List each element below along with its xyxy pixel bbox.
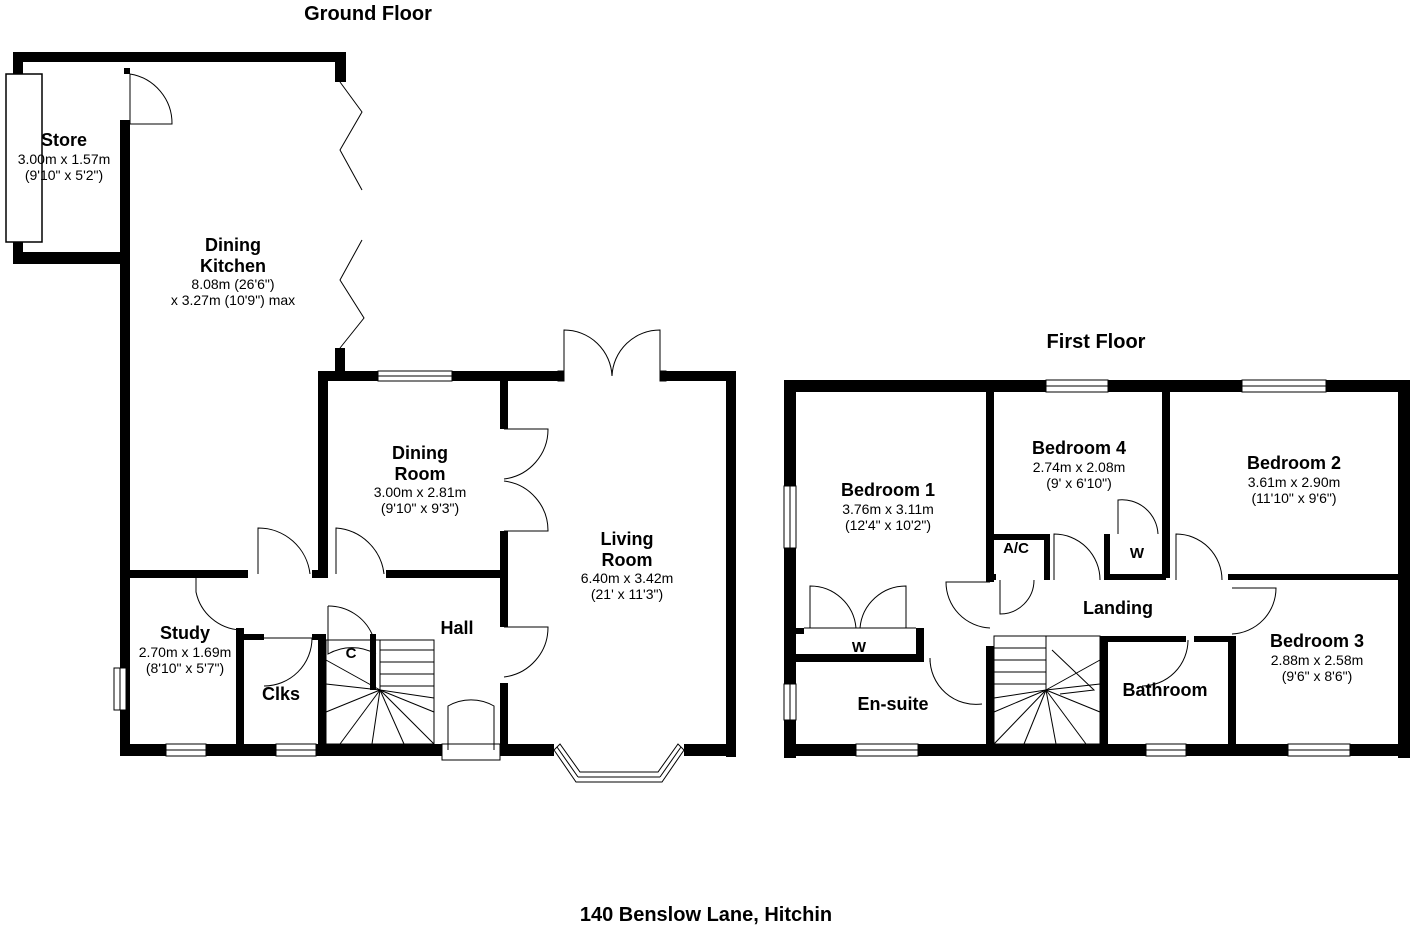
first-floor-stairs (993, 635, 1101, 745)
room-label-living-room: Living Room 6.40m x 3.42m (21' x 11'3") (581, 529, 674, 603)
room-dim-imperial: (8'10" x 5'7") (145, 659, 225, 676)
ground-floor-walls (13, 52, 736, 757)
room-name: Room (601, 549, 653, 570)
room-name: Living (600, 529, 654, 549)
first-floor-fixtures (783, 379, 1351, 757)
room-dim-imperial: (9'6" x 8'6") (1281, 667, 1353, 684)
room-dim-metric: 8.08m (26'6") (191, 276, 275, 293)
room-dim-imperial: (11'10" x 9'6") (1251, 489, 1337, 506)
room-label-landing: Landing (1083, 598, 1153, 618)
room-name: Room (394, 463, 446, 484)
ground-floor-stairs (325, 639, 435, 745)
room-label-bedroom-4: Bedroom 4 2.74m x 2.08m (9' x 6'10") (1032, 438, 1126, 491)
room-dim-metric: 3.76m x 3.11m (842, 500, 934, 517)
room-dim-metric: 6.40m x 3.42m (580, 570, 674, 587)
room-label-bedroom-1: Bedroom 1 3.76m x 3.11m (12'4" x 10'2") (841, 480, 935, 533)
room-label-bedroom-2: Bedroom 2 3.61m x 2.90m (11'10" x 9'6") (1247, 453, 1341, 506)
room-label-wardrobe-bedroom-4: W (1129, 545, 1145, 562)
room-name: Dining (204, 235, 261, 255)
room-dim-imperial: (9' x 6'10") (1046, 474, 1112, 491)
room-label-bedroom-3: Bedroom 3 2.88m x 2.58m (9'6" x 8'6") (1270, 631, 1364, 684)
room-name: Bedroom 1 (840, 480, 936, 500)
store-window (5, 73, 43, 243)
ground-floor-fixtures (113, 73, 685, 783)
address-title: 140 Benslow Lane, Hitchin (579, 904, 833, 926)
room-label-dining-kitchen: Dining Kitchen 8.08m (26'6") x 3.27m (10… (171, 235, 295, 309)
room-label-cupboard: C (345, 645, 357, 662)
room-name: Study (159, 623, 211, 643)
ground-floor-title: Ground Floor (304, 3, 432, 25)
room-name: Dining (391, 443, 448, 463)
room-dim-metric: 2.88m x 2.58m (1270, 651, 1364, 668)
room-name: Bedroom 2 (1246, 453, 1342, 473)
room-dim-imperial: (9'10" x 9'3") (380, 500, 460, 517)
room-label-wardrobe-bedroom-1: W (851, 639, 867, 656)
room-dim-metric: 3.00m x 2.81m (373, 484, 467, 501)
room-name: Bedroom 3 (1269, 631, 1365, 651)
room-name: Store (40, 130, 88, 150)
room-dim-imperial: (9'10" x 5'2") (24, 166, 104, 183)
room-label-clks: Clks (261, 684, 301, 704)
room-dim-metric: 3.00m x 1.57m (17, 150, 111, 167)
room-dim-metric: 2.70m x 1.69m (138, 643, 232, 660)
room-label-study: Study 2.70m x 1.69m (8'10" x 5'7") (139, 623, 232, 676)
first-floor-title: First Floor (1046, 331, 1146, 353)
room-label-store: Store 3.00m x 1.57m (9'10" x 5'2") (18, 130, 111, 183)
room-dim-metric: 3.61m x 2.90m (1247, 473, 1341, 490)
room-label-dining-room: Dining Room 3.00m x 2.81m (9'10" x 9'3") (374, 443, 467, 517)
room-label-hall: Hall (440, 618, 474, 638)
room-name: Bedroom 4 (1031, 438, 1127, 458)
room-dim-metric: 2.74m x 2.08m (1032, 458, 1126, 475)
room-dim-imperial: (21' x 11'3") (590, 586, 664, 603)
room-label-airing-cupboard: A/C (1003, 540, 1029, 557)
room-label-en-suite: En-suite (857, 694, 929, 714)
room-name: Kitchen (199, 255, 267, 276)
room-dim-imperial: x 3.27m (10'9") max (170, 292, 296, 309)
room-dim-imperial: (12'4" x 10'2") (844, 516, 932, 533)
room-label-bathroom: Bathroom (1122, 680, 1208, 700)
